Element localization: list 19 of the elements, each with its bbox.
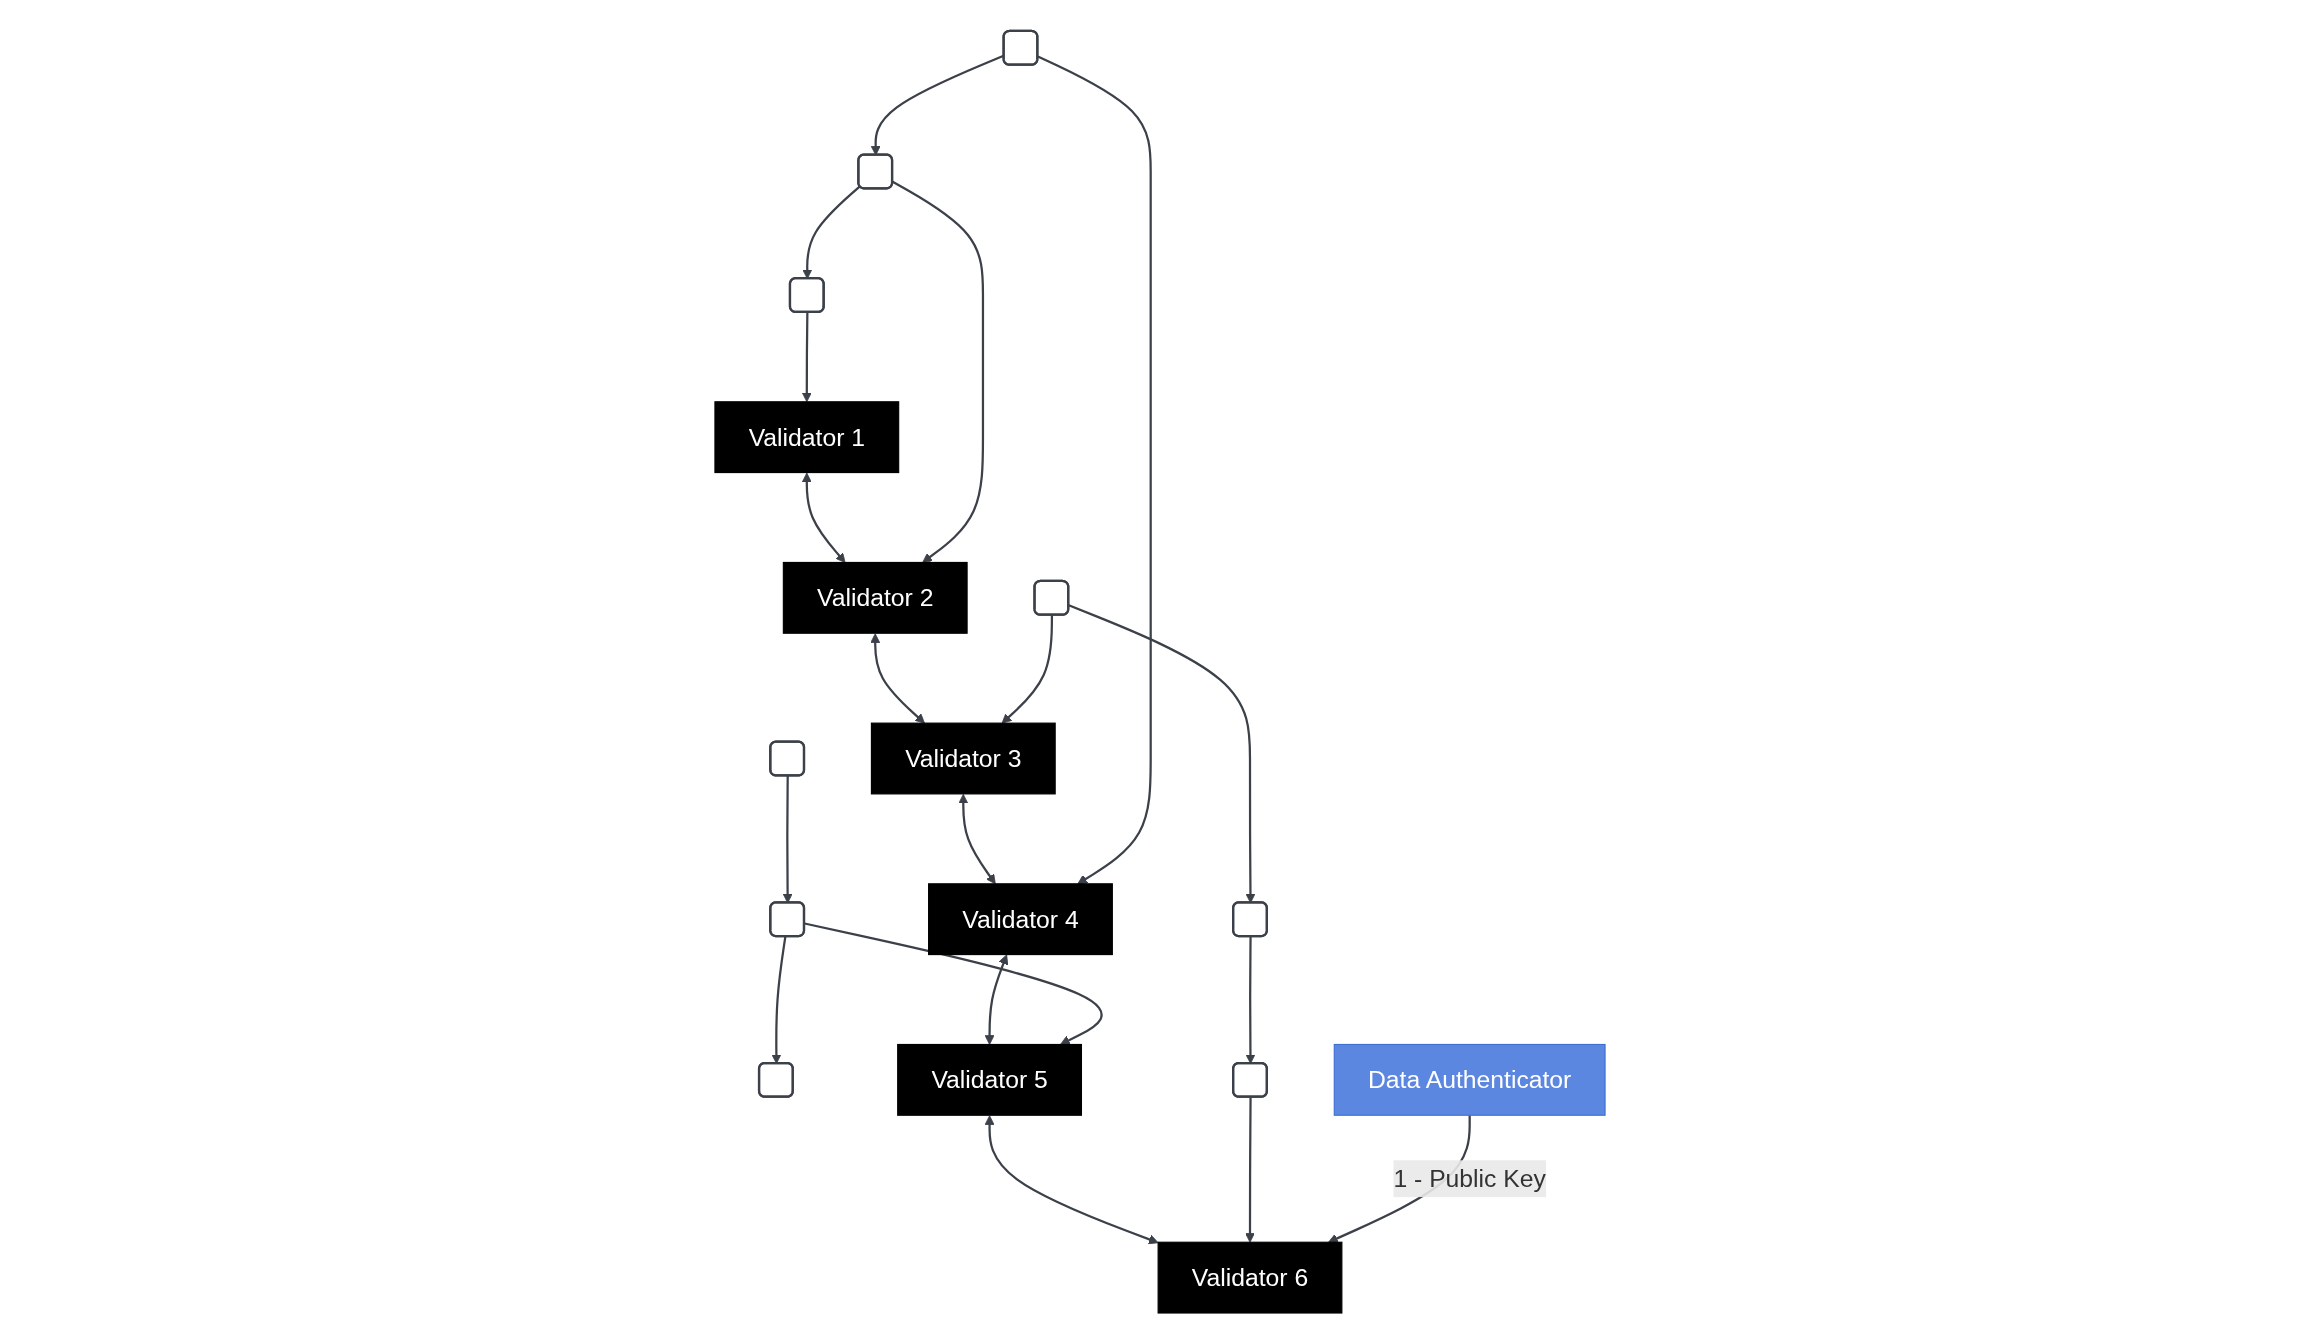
arrow — [870, 632, 925, 724]
node-box: Validator 6 — [1157, 1241, 1343, 1314]
node-box: Data Authenticator — [1333, 1043, 1606, 1116]
arrow — [984, 954, 1009, 1045]
node-box: Validator 4 — [928, 882, 1113, 955]
node-box: Validator 1 — [714, 400, 900, 473]
node-box: Validator 5 — [897, 1043, 1082, 1116]
arrow — [1245, 1096, 1255, 1243]
node-box: Validator 3 — [870, 722, 1056, 794]
arrow — [1001, 614, 1054, 724]
arrow — [801, 311, 812, 402]
arrow — [892, 180, 985, 563]
arrow — [1037, 54, 1152, 884]
edge-label: 1 - Public Key — [1393, 1164, 1546, 1193]
arrow — [958, 793, 996, 884]
arrow — [801, 472, 846, 563]
arrow — [984, 1114, 1159, 1244]
arrow — [804, 921, 1103, 1045]
node-box: Validator 2 — [782, 561, 968, 634]
